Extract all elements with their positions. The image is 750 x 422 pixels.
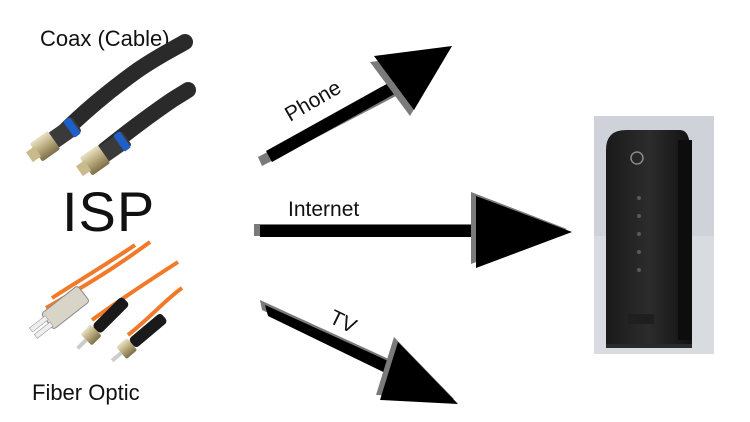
coax-blue-ring — [63, 117, 81, 138]
modem-led-icon — [637, 250, 641, 254]
fiber-optic-image — [28, 240, 184, 363]
coax-cable-image — [25, 34, 196, 177]
coax-cable-label: Coax (Cable) — [40, 26, 170, 51]
modem-led-icon — [637, 232, 641, 236]
internet-arrow-label: Internet — [288, 198, 359, 221]
fiber-optic-label: Fiber Optic — [32, 380, 140, 405]
internet-arrow: Internet — [254, 192, 572, 268]
modem-led-icon — [637, 214, 641, 218]
isp-label: ISP — [62, 180, 156, 243]
tv-arrow: TV — [260, 300, 458, 404]
modem-led-icon — [637, 196, 641, 200]
modem-led-icon — [637, 268, 641, 272]
phone-arrow: Phone — [258, 46, 452, 166]
modem-logo-icon — [630, 151, 644, 165]
modem-image — [594, 116, 714, 354]
